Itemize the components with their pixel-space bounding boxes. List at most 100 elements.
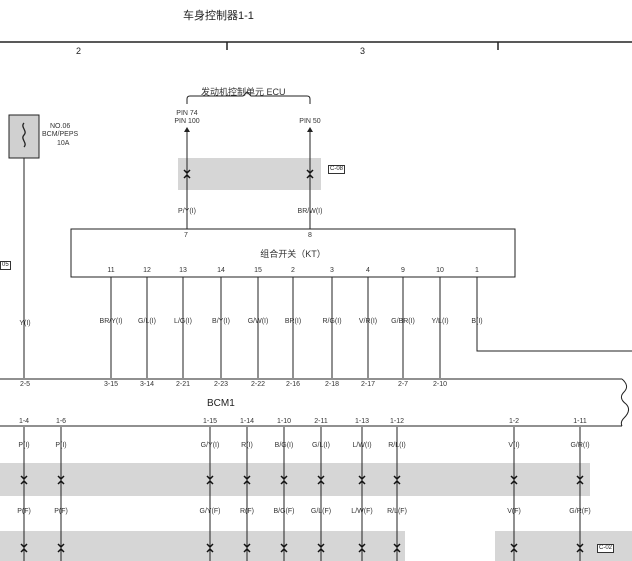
bottom-conn2-10-top [576,543,584,549]
bcm-bottom-pin-1-2: 1-2 [508,418,520,425]
bottom-conn1-1-bottom [20,479,28,485]
combo-pin-8: 8 [308,232,312,239]
bottom-conn2-1-bottom [20,547,28,553]
bottom-wire-f-4: R(F) [240,508,254,515]
combo-pin-7: 7 [184,232,188,239]
bcm-bottom-pin-1-10: 1-10 [276,418,292,425]
bottom-wire-f-9: V(F) [507,508,521,515]
ecu-arrow-right [307,127,313,132]
bottom-wire-f-7: L/W(F) [351,508,373,515]
connector-c08-tag: C-08 [328,165,346,174]
grid-column-2: 2 [76,46,82,56]
bcm-bottom-pin-1-11: 1-11 [573,418,587,425]
bottom-conn2-6-bottom [317,547,325,553]
bottom-wire-i-3: G/Y(I) [200,442,220,449]
combo-wire-10: Y/L(I) [431,318,449,325]
ecu-arrow-left [184,127,190,132]
bcm1-label: BCM1 [207,398,235,409]
combo-pin-12: 12 [143,267,151,274]
bottom-conn1-3-top [206,475,214,481]
bcm-pin-2-23: 2-23 [213,381,229,388]
bottom-wire-i-8: R/L(I) [388,442,406,449]
combo-pin-13: 13 [179,267,187,274]
bcm-bottom-pin-1-6: 1-6 [55,418,67,425]
bottom-wire-i-9: V(I) [508,442,520,449]
bottom-conn1-8-top [393,475,401,481]
bottom-conn1-6-bottom [317,479,325,485]
combo-wire-3: L/G(I) [174,318,192,325]
bcm-bottom-pin-1-15: 1-15 [202,418,218,425]
fuse-icon [22,122,26,148]
conn-c08-left-top [183,169,191,175]
fuse-no: NO.06 [50,123,71,130]
bottom-conn2-7-top [358,543,366,549]
bottom-conn1-8-bottom [393,479,401,485]
combo-pin-4: 4 [366,267,370,274]
fuse-rating: 10A [57,140,70,147]
combo-wire-4: B/Y(I) [212,318,230,325]
ecu-label: 发动机控制单元 ECU [201,87,286,97]
combo-wire-7: R/G(I) [322,318,342,325]
combo-wire-8: V/R(I) [358,318,378,325]
bottom-conn2-9-bottom [510,547,518,553]
bottom-conn2-8-top [393,543,401,549]
conn-c08-left-bottom [183,173,191,179]
bottom-wire-i-7: L/W(I) [352,442,372,449]
combo-wire-5: G/W(I) [247,318,269,325]
combo-wire-6: BR(I) [284,318,302,325]
bottom-wire-i-10: G/R(I) [570,442,590,449]
ecu-wire-left: P/Y(I) [178,208,196,215]
combo-wire-2: G/L(I) [138,318,156,325]
fuse-box [8,114,40,159]
bottom-conn2-1-top [20,543,28,549]
bcm-pin-3-14: 3-14 [139,381,155,388]
bcm-pin-2-5: 2-5 [19,381,31,388]
bcm-pin-2-7: 2-7 [397,381,409,388]
bottom-connector-band-2 [0,531,405,561]
combo-wire-9: G/BR(I) [391,318,415,325]
bcm-bottom-pin-2-11: 2-11 [314,418,328,425]
bcm-bottom-pin-1-14: 1-14 [239,418,255,425]
bottom-conn1-1-top [20,475,28,481]
bottom-wire-f-8: R/L(F) [387,508,407,515]
bottom-conn1-9-top [510,475,518,481]
bcm-bottom-pin-1-13: 1-13 [354,418,370,425]
conn-c08-right-bottom [306,173,314,179]
combo-wire-line-ground [476,277,632,352]
bottom-conn2-3-bottom [206,547,214,553]
bottom-wire-i-4: R(I) [241,442,253,449]
ecu-wire-right: BR/W(I) [297,208,323,215]
bottom-wire-f-10: G/R(F) [569,508,591,515]
bottom-conn1-10-bottom [576,479,584,485]
connector-c08-band [178,158,321,190]
bottom-conn2-8-bottom [393,547,401,553]
bcm-pin-2-17: 2-17 [360,381,376,388]
combo-pin-9: 9 [401,267,405,274]
combo-switch-box [70,228,516,278]
combo-pin-10: 10 [436,267,444,274]
bcm-pin-2-16: 2-16 [285,381,301,388]
bottom-conn1-3-bottom [206,479,214,485]
bottom-conn1-9-bottom [510,479,518,485]
conn-c08-right-top [306,169,314,175]
grid-column-3: 3 [360,46,366,56]
bottom-conn2-5-top [280,543,288,549]
bottom-wire-f-2: P(F) [54,508,68,515]
bcm-pin-2-10: 2-10 [432,381,448,388]
bottom-conn2-5-bottom [280,547,288,553]
combo-wire-1: BR/Y(I) [99,318,123,325]
diagram-title: 车身控制器1-1 [183,10,254,22]
bottom-conn1-10-top [576,475,584,481]
bottom-conn2-6-top [317,543,325,549]
bottom-conn1-2-top [57,475,65,481]
ecu-pin-50: PIN 50 [299,118,321,125]
bottom-wire-i-5: B/G(I) [274,442,294,449]
bottom-conn2-10-bottom [576,547,584,553]
bottom-conn2-4-top [243,543,251,549]
bottom-wire-i-2: P(I) [55,442,67,449]
bottom-conn1-2-bottom [57,479,65,485]
ecu-bracket [186,91,311,104]
bottom-conn2-3-top [206,543,214,549]
